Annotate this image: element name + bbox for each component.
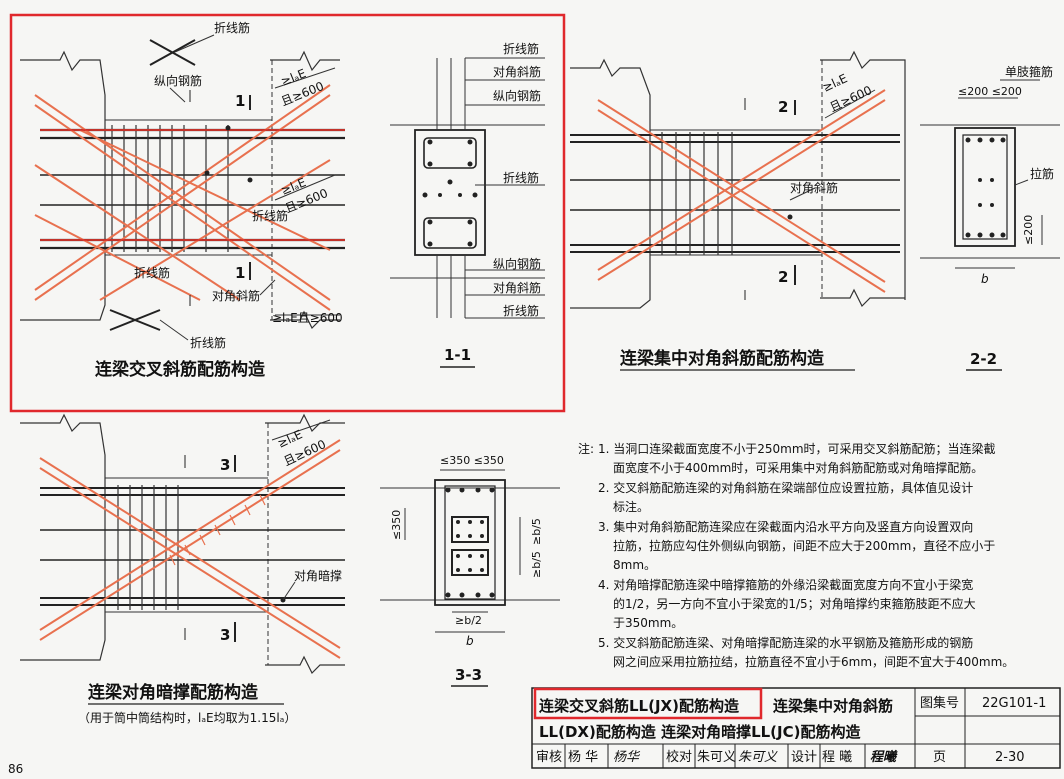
tb-design-label: 设计: [791, 750, 817, 765]
tb-review-sign: 杨华: [613, 750, 641, 765]
section-mark-bottom: 1: [235, 264, 245, 282]
subtitle-brace: （用于筒中筒结构时，lₐE均取为1.15lₐ）: [78, 710, 296, 725]
label-zhexian-left: 折线筋: [134, 265, 170, 280]
label-zhexian-bottom: 折线筋: [190, 335, 226, 350]
tb-title-2: LL(DX)配筋构造 连梁对角暗撑LL(JC)配筋构造: [539, 723, 860, 741]
notes-block: 注: 1. 当洞口连梁截面宽度不小于250mm时，可采用交叉斜筋配筋；当连梁截 …: [578, 441, 1014, 669]
title-crossing: 连梁交叉斜筋配筋构造: [95, 359, 266, 380]
label-2-2-single-stirrup: 单肢箍筋: [1005, 64, 1053, 79]
label-1-1-a: 折线筋: [503, 41, 539, 56]
tb-review-label: 审核: [536, 750, 562, 765]
section-1-1: 折线筋 对角斜筋 纵向钢筋 折线筋 纵向钢筋 对角斜筋 折线筋 1-1: [390, 41, 545, 368]
note-line-9: 的1/2，另一方向不宜小于梁宽的1/5；对角暗撑约束箍筋肢距不应大: [613, 596, 976, 611]
note-line-11: 5. 交叉斜筋配筋连梁、对角暗撑配筋连梁的水平钢筋及箍筋形成的钢筋: [598, 635, 973, 650]
tb-check-sign: 朱可义: [738, 750, 778, 765]
label-1-1-g: 折线筋: [503, 303, 539, 318]
detail-concentrated: 2 2 对角斜筋 ≥lₐE 且≥600 连梁集中对角斜筋配筋构造: [570, 50, 906, 371]
label-zhexian-top: 折线筋: [214, 20, 250, 35]
tb-page-label: 页: [933, 750, 946, 765]
label-3-3-width: b: [466, 634, 474, 648]
section-mark-top: 1: [235, 92, 245, 110]
label-3-3-b5b: ≥b/5: [530, 551, 543, 578]
label-3-3-b5a: ≥b/5: [530, 518, 543, 545]
tb-page-no: 2-30: [995, 750, 1025, 765]
label-1-1-f: 对角斜筋: [493, 280, 541, 295]
section-mark-3-top: 3: [220, 456, 230, 474]
notes-prefix: 注:: [578, 441, 594, 456]
section-mark-3-bottom: 3: [220, 626, 230, 644]
title-1-1: 1-1: [444, 346, 471, 364]
tb-atlas-no: 22G101-1: [982, 696, 1046, 711]
note-line-10: 于350mm。: [613, 616, 683, 630]
section-3-3: ≤350 ≤350 ≤350 ≥b/5 ≥b/5 ≥b/2 b 3-3: [380, 454, 560, 687]
title-block: 连梁交叉斜筋LL(JX)配筋构造 连梁集中对角斜筋 LL(DX)配筋构造 连梁对…: [531, 687, 1061, 769]
label-1-1-e: 纵向钢筋: [493, 256, 541, 271]
tb-title-1b: 连梁集中对角斜筋: [773, 697, 893, 715]
note-line-2: 面宽度不小于400mm时，可采用集中对角斜筋配筋或对角暗撑配筋。: [613, 460, 983, 475]
note-line-3: 2. 交叉斜筋配筋连梁的对角斜筋在梁端部位应设置拉筋，具体值见设计: [598, 480, 973, 495]
label-2-anchor: ≥lₐE: [820, 71, 849, 95]
note-line-4: 标注。: [613, 499, 649, 514]
note-line-8: 4. 对角暗撑配筋连梁中暗撑箍筋的外缘沿梁截面宽度方向不宜小于梁宽: [598, 577, 973, 592]
label-2-duijiao: 对角斜筋: [790, 180, 838, 195]
section-mark-2-bottom: 2: [778, 268, 788, 286]
tb-reviewer: 杨 华: [568, 750, 598, 765]
detail-brace: 3 3 对角暗撑 ≥lₐE 且≥600 连梁对角暗撑配筋构造 （用于筒中筒结构时…: [20, 413, 345, 725]
label-1-1-d: 折线筋: [503, 170, 539, 185]
tb-check-label: 校对: [666, 749, 692, 765]
label-1-1-c: 纵向钢筋: [493, 88, 541, 103]
tb-title-1a: 连梁交叉斜筋LL(JX)配筋构造: [539, 697, 739, 715]
tb-design-sign: 程曦: [870, 749, 898, 765]
detail-crossing: 折线筋 纵向钢筋 ≥lₐE 且≥600 ≥lₐE 且≥600 折线筋 折线筋 对…: [20, 20, 345, 380]
note-line-7: 8mm。: [613, 558, 656, 572]
label-zongxiang: 纵向钢筋: [154, 73, 202, 88]
label-anchor-bottom: ≥lₐE且≥600: [272, 311, 343, 325]
title-concentrated: 连梁集中对角斜筋配筋构造: [620, 348, 825, 369]
title-2-2: 2-2: [970, 350, 997, 368]
title-brace: 连梁对角暗撑配筋构造: [88, 682, 259, 703]
section-2-2: ≤200 ≤200 单肢箍筋 拉筋 ≤200 b 2-2: [920, 64, 1060, 371]
label-2-2-width: b: [981, 272, 989, 286]
page-number: 86: [8, 762, 23, 775]
label-3-3-spacing: ≤350 ≤350: [440, 454, 504, 467]
label-2-2-spacing: ≤200 ≤200: [958, 85, 1022, 98]
label-3-brace: 对角暗撑: [294, 568, 342, 583]
note-line-6: 拉筋，拉筋应勾住外侧纵向钢筋，间距不应大于200mm，直径不应小于: [613, 538, 995, 553]
section-mark-2-top: 2: [778, 98, 788, 116]
tb-designer: 程 曦: [822, 749, 852, 765]
note-line-1: 1. 当洞口连梁截面宽度不小于250mm时，可采用交叉斜筋配筋；当连梁截: [598, 441, 996, 456]
highlight-box-crossing: [9, 13, 566, 413]
tb-checker: 朱可义: [697, 750, 736, 765]
highlight-box-title: [533, 687, 763, 720]
title-3-3: 3-3: [455, 666, 482, 684]
tb-atlas-label: 图集号: [920, 695, 959, 711]
label-1-1-b: 对角斜筋: [493, 64, 541, 79]
label-duijiao: 对角斜筋: [212, 288, 260, 303]
label-3-3-height: ≤350: [390, 510, 403, 540]
label-2-2-height: ≤200: [1022, 215, 1035, 245]
label-zhexian-mid: 折线筋: [252, 208, 288, 223]
note-line-5: 3. 集中对角斜筋配筋连梁应在梁截面内沿水平方向及竖直方向设置双向: [598, 519, 973, 534]
note-line-12: 网之间应采用拉筋拉结，拉筋直径不宜小于6mm，间距不宜大于400mm。: [613, 654, 1014, 669]
label-3-3-b2: ≥b/2: [455, 614, 482, 627]
label-2-2-tie: 拉筋: [1030, 166, 1054, 181]
